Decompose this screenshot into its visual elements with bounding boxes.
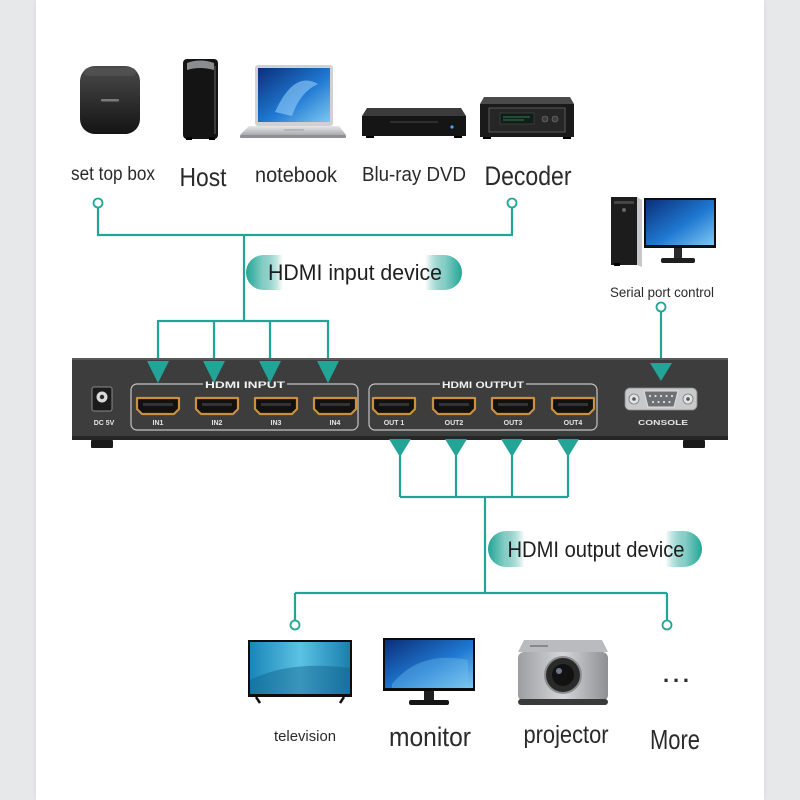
serial-connector-node bbox=[655, 301, 667, 313]
ellipsis-icon: ... bbox=[663, 662, 689, 687]
projector-icon bbox=[518, 640, 608, 705]
output-device-label-more: More bbox=[650, 724, 700, 755]
laptop-icon bbox=[240, 65, 346, 138]
output-device-label-monitor: monitor bbox=[389, 722, 471, 752]
dc-power-jack bbox=[91, 386, 113, 412]
in-port-label-2: IN2 bbox=[212, 420, 223, 427]
hdmi-out-port-1 bbox=[371, 396, 417, 416]
output-device-label-television: television bbox=[274, 728, 336, 745]
input-arrow-3 bbox=[259, 361, 281, 383]
input-device-label-host: Host bbox=[180, 162, 228, 192]
television-icon bbox=[248, 640, 352, 704]
out-port-label-2: OUT2 bbox=[445, 420, 464, 427]
hdmi-matrix-switcher: DC 5V HDMI INPUT IN1 IN2 IN3 IN4 HDMI OU… bbox=[72, 358, 728, 448]
input-arrow-1 bbox=[147, 361, 169, 383]
hdmi-in-port-4 bbox=[312, 396, 358, 416]
output-arrow-4 bbox=[557, 439, 579, 457]
output-connector-node-left bbox=[289, 619, 301, 631]
hdmi-input-device-badge: HDMI input device bbox=[246, 255, 462, 290]
output-connector-lines bbox=[293, 455, 669, 620]
out-port-label-3: OUT3 bbox=[504, 420, 523, 427]
dc-5v-label: DC 5V bbox=[94, 420, 115, 427]
hdmi-output-group-label: HDMI OUTPUT bbox=[442, 380, 525, 390]
console-serial-port bbox=[624, 387, 698, 411]
in-port-label-4: IN4 bbox=[330, 420, 341, 427]
monitor-icon bbox=[383, 638, 475, 705]
input-device-label-bluray: Blu-ray DVD bbox=[362, 164, 466, 186]
input-connector-node-left bbox=[92, 197, 104, 209]
output-arrow-2 bbox=[445, 439, 467, 457]
output-arrow-3 bbox=[501, 439, 523, 457]
in-port-label-3: IN3 bbox=[271, 420, 282, 427]
output-device-label-projector: projector bbox=[524, 721, 609, 749]
desktop-pc-icon bbox=[611, 197, 716, 267]
hdmi-input-device-label: HDMI input device bbox=[268, 260, 442, 285]
hdmi-out-port-2 bbox=[431, 396, 477, 416]
out-port-label-4: OUT4 bbox=[564, 420, 583, 427]
input-device-label-decoder: Decoder bbox=[485, 161, 572, 191]
output-connector-node-right bbox=[661, 619, 673, 631]
hdmi-in-port-1 bbox=[135, 396, 181, 416]
serial-arrow bbox=[650, 363, 672, 381]
device-foot-left bbox=[91, 440, 113, 448]
hdmi-output-device-badge: HDMI output device bbox=[488, 531, 702, 567]
hdmi-in-port-3 bbox=[253, 396, 299, 416]
hdmi-in-port-2 bbox=[194, 396, 240, 416]
output-arrow-1 bbox=[389, 439, 411, 457]
device-foot-right bbox=[683, 440, 705, 448]
hdmi-output-device-label: HDMI output device bbox=[508, 537, 685, 562]
in-port-label-1: IN1 bbox=[153, 420, 164, 427]
decoder-icon bbox=[480, 97, 574, 139]
input-arrow-4 bbox=[317, 361, 339, 383]
hdmi-input-group-label: HDMI INPUT bbox=[205, 380, 286, 390]
console-label: CONSOLE bbox=[638, 420, 688, 427]
serial-port-control-label: Serial port control bbox=[610, 284, 714, 300]
hdmi-out-port-3 bbox=[490, 396, 536, 416]
bluray-player-icon bbox=[362, 108, 466, 138]
out-port-label-1: OUT 1 bbox=[384, 420, 405, 427]
input-arrow-2 bbox=[203, 361, 225, 383]
input-connector-lines bbox=[96, 207, 514, 363]
input-device-label-notebook: notebook bbox=[255, 164, 337, 187]
input-device-label-set-top-box: set top box bbox=[71, 164, 155, 185]
hdmi-out-port-4 bbox=[550, 396, 596, 416]
input-connector-node-right bbox=[506, 197, 518, 209]
set-top-box-icon bbox=[80, 66, 140, 134]
desktop-tower-icon bbox=[183, 59, 218, 140]
